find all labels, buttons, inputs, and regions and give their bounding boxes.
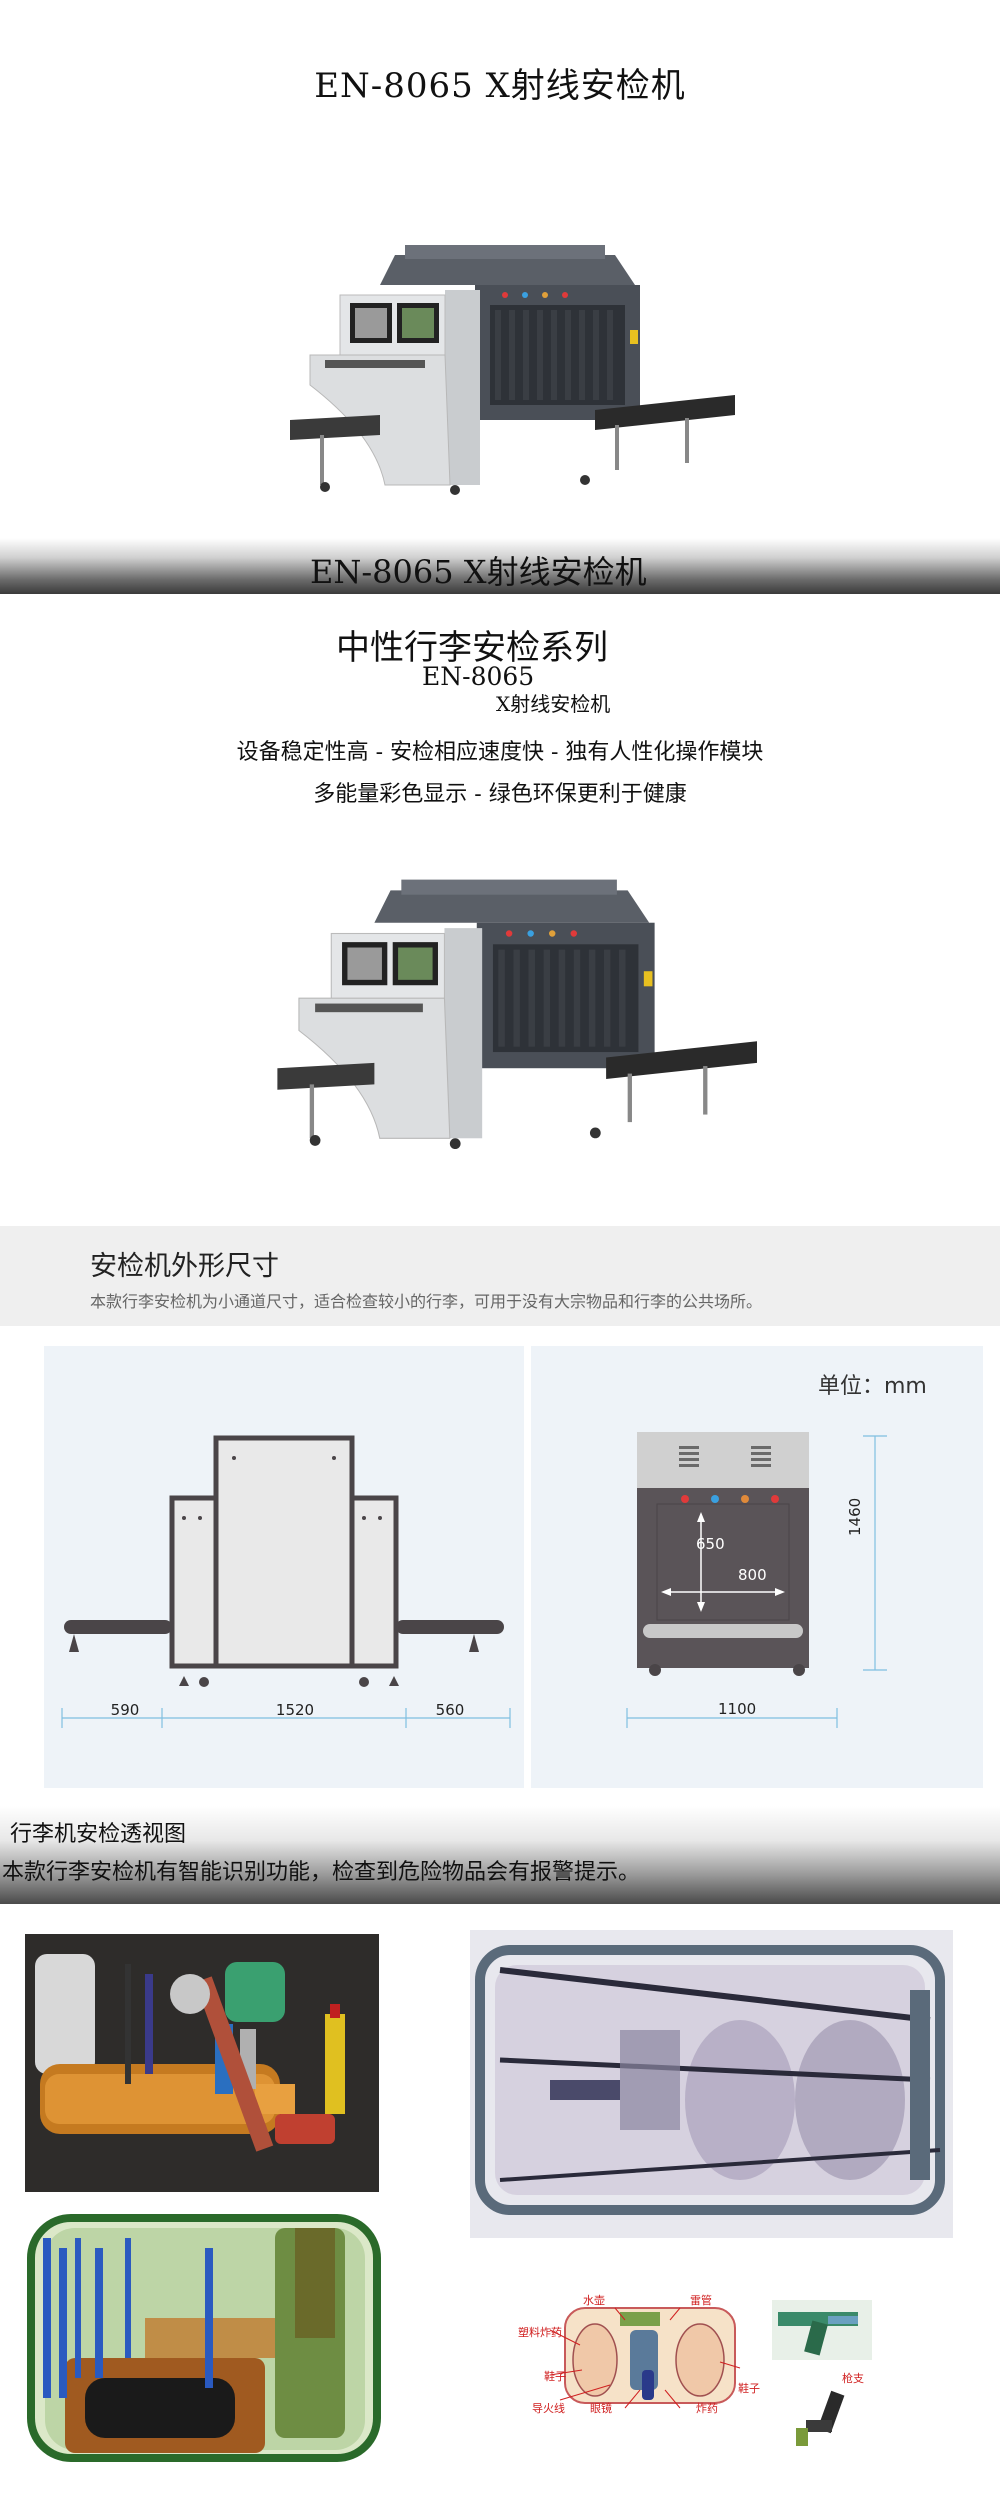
- unit-label: 单位：mm: [818, 1374, 927, 1399]
- gun-xray-scan: [768, 2292, 878, 2457]
- xray-description: 本款行李安检机有智能识别功能，检查到危险物品会有报警提示。: [2, 1860, 641, 1885]
- xray-suitcase-scan: [470, 1930, 953, 2238]
- label-glasses: 眼镜: [590, 2402, 612, 2415]
- dim-tunnel-width: 800: [738, 1566, 767, 1584]
- product-type: X射线安检机: [496, 692, 611, 716]
- labeled-xray-scan: [520, 2290, 770, 2420]
- xray-machine-image-2: [272, 868, 757, 1193]
- dim-body-length: 1520: [275, 1701, 315, 1719]
- xray-machine-image: [285, 235, 735, 535]
- label-fuse: 导火线: [532, 2402, 565, 2415]
- front-view-diagram: [626, 1432, 887, 1728]
- banner-title: EN-8065 X射线安检机: [310, 553, 647, 591]
- label-explosive: 炸药: [696, 2402, 718, 2415]
- dimensions-description: 本款行李安检机为小通道尺寸，适合检查较小的行李，可用于没有大宗物品和行李的公共场…: [90, 1292, 763, 1311]
- page-title: EN-8065 X射线安检机: [314, 66, 686, 106]
- label-detonator: 雷管: [690, 2294, 712, 2307]
- feature-line-1: 设备稳定性高 - 安检相应速度快 - 独有人性化操作模块: [236, 740, 764, 765]
- xray-header-band: [0, 1806, 1000, 1904]
- dim-tunnel-height: 650: [696, 1535, 725, 1553]
- label-gun: 枪支: [842, 2372, 864, 2385]
- dim-left-conveyor: 590: [110, 1701, 140, 1719]
- label-water-bottle: 水壶: [583, 2294, 605, 2307]
- dim-total-width: 1100: [718, 1700, 757, 1718]
- dim-total-height: 1460: [846, 1497, 864, 1536]
- label-plastic-explosive: 塑料炸药: [518, 2326, 562, 2339]
- side-view-diagram: [61, 1435, 511, 1728]
- model-number: EN-8065: [422, 662, 535, 691]
- feature-line-2: 多能量彩色显示 - 绿色环保更利于健康: [313, 782, 687, 807]
- header-band: [0, 538, 1000, 594]
- xray-title: 行李机安检透视图: [10, 1822, 187, 1847]
- series-title: 中性行李安检系列: [336, 628, 608, 668]
- color-xray-scan: [25, 2208, 385, 2470]
- luggage-photo: [25, 1934, 379, 2192]
- dim-right-conveyor: 560: [435, 1701, 465, 1719]
- dimensions-title: 安检机外形尺寸: [90, 1251, 279, 1282]
- label-shoes-left: 鞋子: [544, 2370, 566, 2383]
- label-shoes-right: 鞋子: [738, 2382, 760, 2395]
- dimensions-header: [0, 1226, 1000, 1326]
